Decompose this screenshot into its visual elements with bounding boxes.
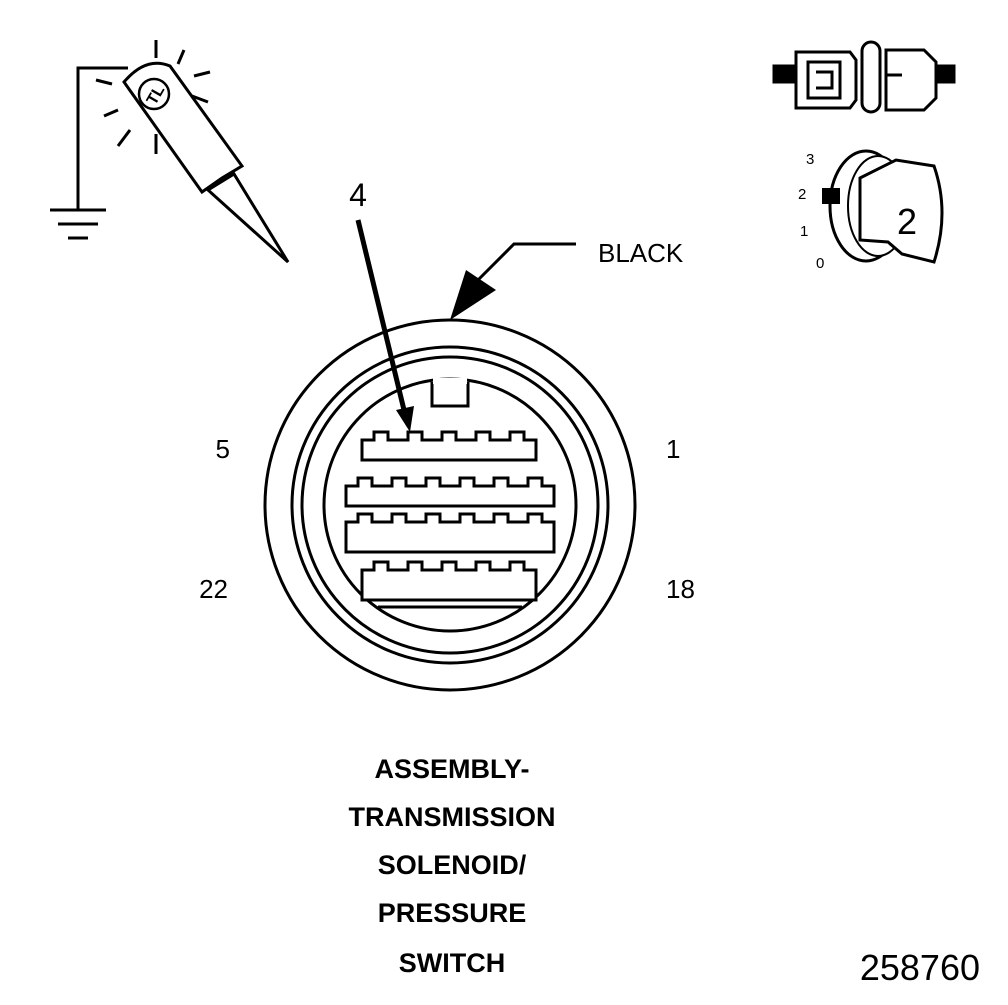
- connector-color-label: BLACK: [598, 238, 684, 268]
- cavity-label-5: 5: [216, 434, 230, 464]
- test-light-icon: TL: [95, 40, 290, 264]
- terminal-rows: [344, 430, 556, 602]
- notch-gap: [433, 378, 467, 384]
- title-line-4: PRESSURE: [378, 898, 527, 928]
- title-line-2: TRANSMISSION: [348, 802, 555, 832]
- component-title: ASSEMBLY- TRANSMISSION SOLENOID/ PRESSUR…: [348, 754, 555, 978]
- title-line-1: ASSEMBLY-: [374, 754, 529, 784]
- color-leader: [450, 242, 576, 320]
- pin-callout-number: 4: [349, 177, 367, 213]
- terminal-row-1: [360, 430, 538, 462]
- terminal-row-2: [344, 476, 556, 508]
- cavity-label-1: 1: [666, 434, 680, 464]
- ignition-position-2: 2: [798, 186, 806, 203]
- light-rays-icon: [95, 40, 211, 154]
- key-position-number: 2: [897, 201, 917, 242]
- connector-key-notch: [430, 382, 470, 408]
- ignition-position-0: 0: [816, 255, 824, 272]
- pin-callout-arrow: [355, 219, 414, 432]
- connector-disconnected-icon: [772, 40, 956, 114]
- ground-icon: [50, 66, 128, 240]
- ignition-position-3: 3: [806, 151, 814, 168]
- title-line-3: SOLENOID/: [378, 850, 527, 880]
- ignition-key-icon: 2 3 2 1 0: [798, 149, 944, 272]
- cavity-label-22: 22: [199, 574, 228, 604]
- terminal-row-4: [360, 560, 538, 602]
- title-line-5: SWITCH: [399, 948, 505, 978]
- figure-number: 258760: [860, 947, 980, 988]
- connector-bottom-bars: [366, 598, 536, 609]
- ignition-position-1: 1: [800, 223, 808, 240]
- cavity-label-18: 18: [666, 574, 695, 604]
- terminal-row-3: [344, 512, 556, 554]
